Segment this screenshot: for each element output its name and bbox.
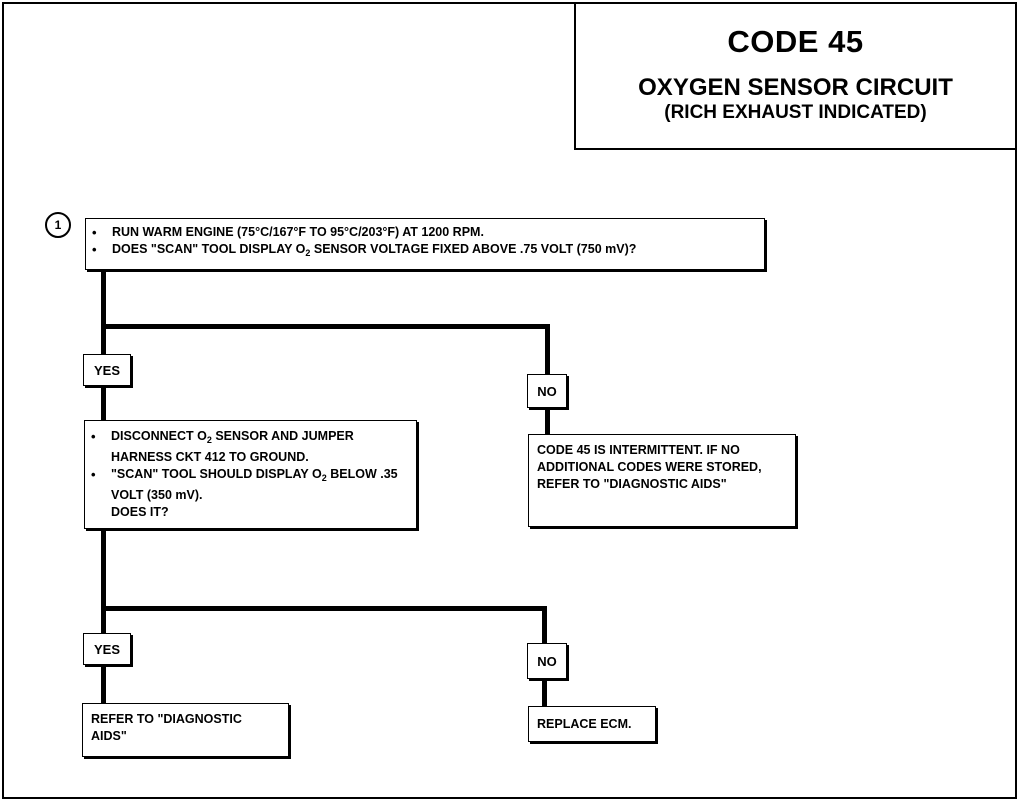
replace-ecm-box: REPLACE ECM. bbox=[528, 706, 656, 742]
step1-bullet-2: DOES "SCAN" TOOL DISPLAY O2 SENSOR VOLTA… bbox=[86, 241, 758, 262]
no-label-2: NO bbox=[527, 643, 567, 679]
no-label-1: NO bbox=[527, 374, 567, 408]
connector-line bbox=[101, 529, 106, 633]
connector-line bbox=[101, 665, 106, 703]
connector-line bbox=[101, 270, 106, 356]
connector-line bbox=[101, 386, 106, 420]
code-title: CODE 45 bbox=[727, 24, 864, 59]
connector-line bbox=[542, 606, 547, 643]
circuit-title: OXYGEN SENSOR CIRCUIT bbox=[638, 74, 953, 101]
step-number-circle: 1 bbox=[45, 212, 71, 238]
yes-label-2: YES bbox=[83, 633, 131, 665]
step2-box: DISCONNECT O2 SENSOR AND JUMPER HARNESS … bbox=[84, 420, 417, 529]
connector-line bbox=[101, 606, 547, 611]
yes-label-1: YES bbox=[83, 354, 131, 386]
connector-line bbox=[542, 679, 547, 706]
step2-question: DOES IT? bbox=[111, 505, 169, 519]
connector-line bbox=[101, 324, 550, 329]
intermittent-result-box: CODE 45 IS INTERMITTENT. IF NO ADDITIONA… bbox=[528, 434, 796, 527]
connector-line bbox=[545, 408, 550, 434]
step2-bullet-1: DISCONNECT O2 SENSOR AND JUMPER HARNESS … bbox=[85, 428, 410, 466]
title-block: CODE 45 OXYGEN SENSOR CIRCUIT (RICH EXHA… bbox=[574, 2, 1017, 150]
step1-box: RUN WARM ENGINE (75°C/167°F TO 95°C/203°… bbox=[85, 218, 765, 270]
step2-bullet-2: "SCAN" TOOL SHOULD DISPLAY O2 BELOW .35 … bbox=[85, 466, 410, 504]
step1-bullet-1: RUN WARM ENGINE (75°C/167°F TO 95°C/203°… bbox=[86, 224, 758, 241]
condition-subtitle: (RICH EXHAUST INDICATED) bbox=[664, 102, 927, 123]
diagnostic-aids-box: REFER TO "DIAGNOSTIC AIDS" bbox=[82, 703, 289, 757]
connector-line bbox=[545, 324, 550, 374]
